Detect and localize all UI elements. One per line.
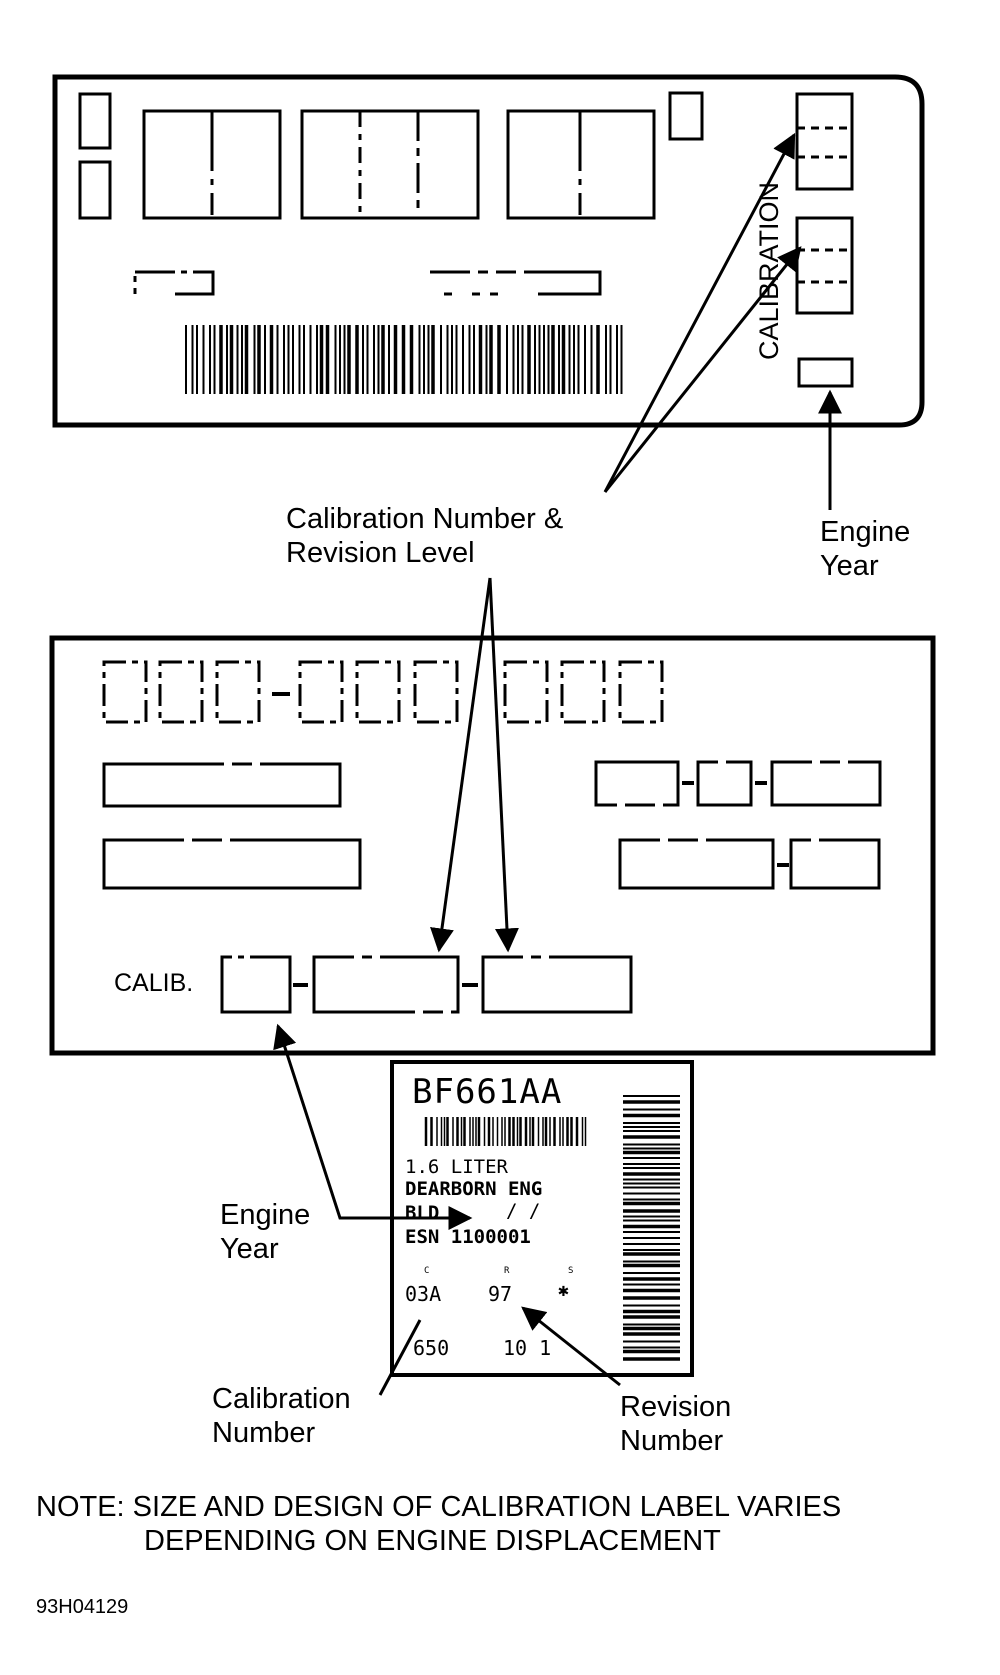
engine-year-top-line2: Year bbox=[820, 550, 879, 582]
revision-number-line1: Revision bbox=[620, 1391, 732, 1423]
sticker-calibration-code: 03A bbox=[405, 1282, 442, 1306]
revision-number-label: Revision Number bbox=[620, 1390, 731, 1458]
sticker-code: BF661AA bbox=[412, 1072, 563, 1112]
calibration-arrows-middle bbox=[430, 577, 519, 953]
sticker-arrows bbox=[273, 1023, 621, 1396]
calibration-number-revision-line2: Revision Level bbox=[286, 537, 475, 569]
engine-year-bottom-label: Engine Year bbox=[220, 1198, 310, 1266]
calibration-number-label: Calibration Number bbox=[212, 1382, 351, 1450]
calibration-number-line1: Calibration bbox=[212, 1383, 351, 1415]
calib-prefix-label: CALIB. bbox=[114, 969, 194, 997]
middle-label-panel bbox=[49, 635, 936, 1056]
sticker-barcode-horizontal bbox=[424, 1117, 587, 1146]
sticker-line3: BLD bbox=[405, 1202, 440, 1224]
top-label-panel bbox=[52, 74, 925, 428]
sticker-small-r: R bbox=[504, 1266, 510, 1276]
note-line1: NOTE: SIZE AND DESIGN OF CALIBRATION LAB… bbox=[36, 1491, 842, 1523]
sticker-star-icon: ✱ bbox=[558, 1280, 569, 1301]
figure-id: 93H04129 bbox=[36, 1596, 129, 1618]
note-line2: DEPENDING ON ENGINE DISPLACEMENT bbox=[144, 1525, 721, 1557]
top-barcode bbox=[185, 325, 623, 394]
sticker-bottom-b: 10 1 bbox=[503, 1336, 552, 1360]
engine-year-bottom-line1: Engine bbox=[220, 1199, 311, 1231]
sticker-small-s: S bbox=[568, 1266, 574, 1276]
calibration-number-revision-line1: Calibration Number & bbox=[286, 503, 564, 535]
sticker-line2: DEARBORN ENG bbox=[405, 1178, 543, 1200]
calibration-arrows-top bbox=[603, 132, 842, 510]
engine-year-top-label: Engine Year bbox=[820, 515, 910, 583]
engine-year-bottom-line2: Year bbox=[220, 1233, 279, 1265]
sticker-revision-code: 97 bbox=[488, 1282, 513, 1306]
sticker-line3-marks: / / bbox=[506, 1200, 541, 1222]
sticker-small-c: C bbox=[424, 1266, 430, 1276]
sticker-line4: ESN 1100001 bbox=[405, 1226, 531, 1248]
calibration-number-revision-label: Calibration Number & Revision Level bbox=[286, 502, 563, 570]
calibration-number-line2: Number bbox=[212, 1417, 316, 1449]
sticker-bottom-a: 650 bbox=[413, 1336, 450, 1360]
sticker-barcode-vertical bbox=[623, 1095, 680, 1361]
revision-number-line2: Number bbox=[620, 1425, 724, 1457]
engine-year-top-line1: Engine bbox=[820, 516, 911, 548]
calibration-vertical-label: CALIBRATION bbox=[754, 182, 784, 360]
sticker-line1: 1.6 LITER bbox=[405, 1156, 508, 1178]
